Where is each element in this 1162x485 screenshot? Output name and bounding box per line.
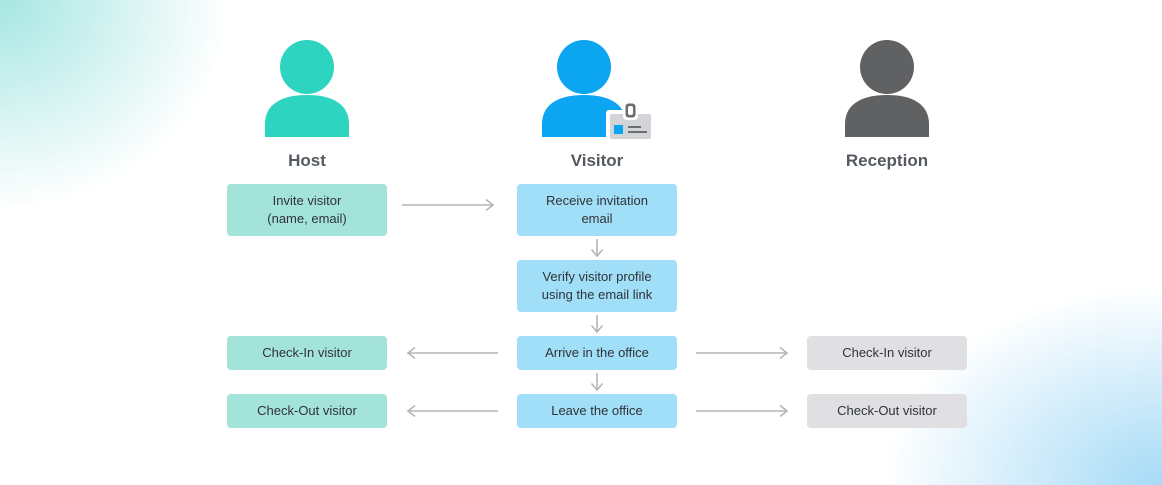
reception-checkin-step: Check-In visitor bbox=[807, 336, 967, 370]
host-invite-line2: (name, email) bbox=[267, 211, 347, 226]
visitor-verify-line2: using the email link bbox=[541, 287, 653, 302]
visitor-verify-profile-step: Verify visitor profile using the email l… bbox=[517, 260, 677, 312]
arrow-invite-to-receive bbox=[402, 198, 495, 212]
host-invite-line1: Invite visitor bbox=[272, 193, 342, 208]
visitor-leave-step: Leave the office bbox=[517, 394, 677, 428]
arrow-verify-to-arrive bbox=[590, 315, 604, 334]
arrow-arrive-to-reception-checkin bbox=[696, 346, 789, 360]
host-checkin-step: Check-In visitor bbox=[227, 336, 387, 370]
visitor-verify-line1: Verify visitor profile bbox=[542, 269, 652, 284]
host-invite-visitor-step: Invite visitor (name, email) bbox=[227, 184, 387, 236]
visitor-receive-invitation-step: Receive invitation email bbox=[517, 184, 677, 236]
reception-person-icon bbox=[845, 40, 929, 137]
arrow-leave-to-host-checkout bbox=[406, 404, 498, 418]
visitor-receive-line1: Receive invitation bbox=[546, 193, 648, 208]
visitor-label: Visitor bbox=[570, 151, 624, 170]
arrow-arrive-to-leave bbox=[590, 373, 604, 392]
visitor-person-with-badge-icon bbox=[542, 40, 652, 140]
host-label: Host bbox=[288, 151, 326, 170]
reception-label: Reception bbox=[845, 151, 929, 170]
host-person-icon bbox=[265, 40, 349, 137]
reception-checkout-step: Check-Out visitor bbox=[807, 394, 967, 428]
arrow-arrive-to-host-checkin bbox=[406, 346, 498, 360]
id-badge-icon bbox=[606, 101, 652, 140]
visitor-receive-line2: email bbox=[581, 211, 613, 226]
visitor-arrive-step: Arrive in the office bbox=[517, 336, 677, 370]
arrow-receive-to-verify bbox=[590, 239, 604, 258]
arrow-leave-to-reception-checkout bbox=[696, 404, 789, 418]
host-checkout-step: Check-Out visitor bbox=[227, 394, 387, 428]
